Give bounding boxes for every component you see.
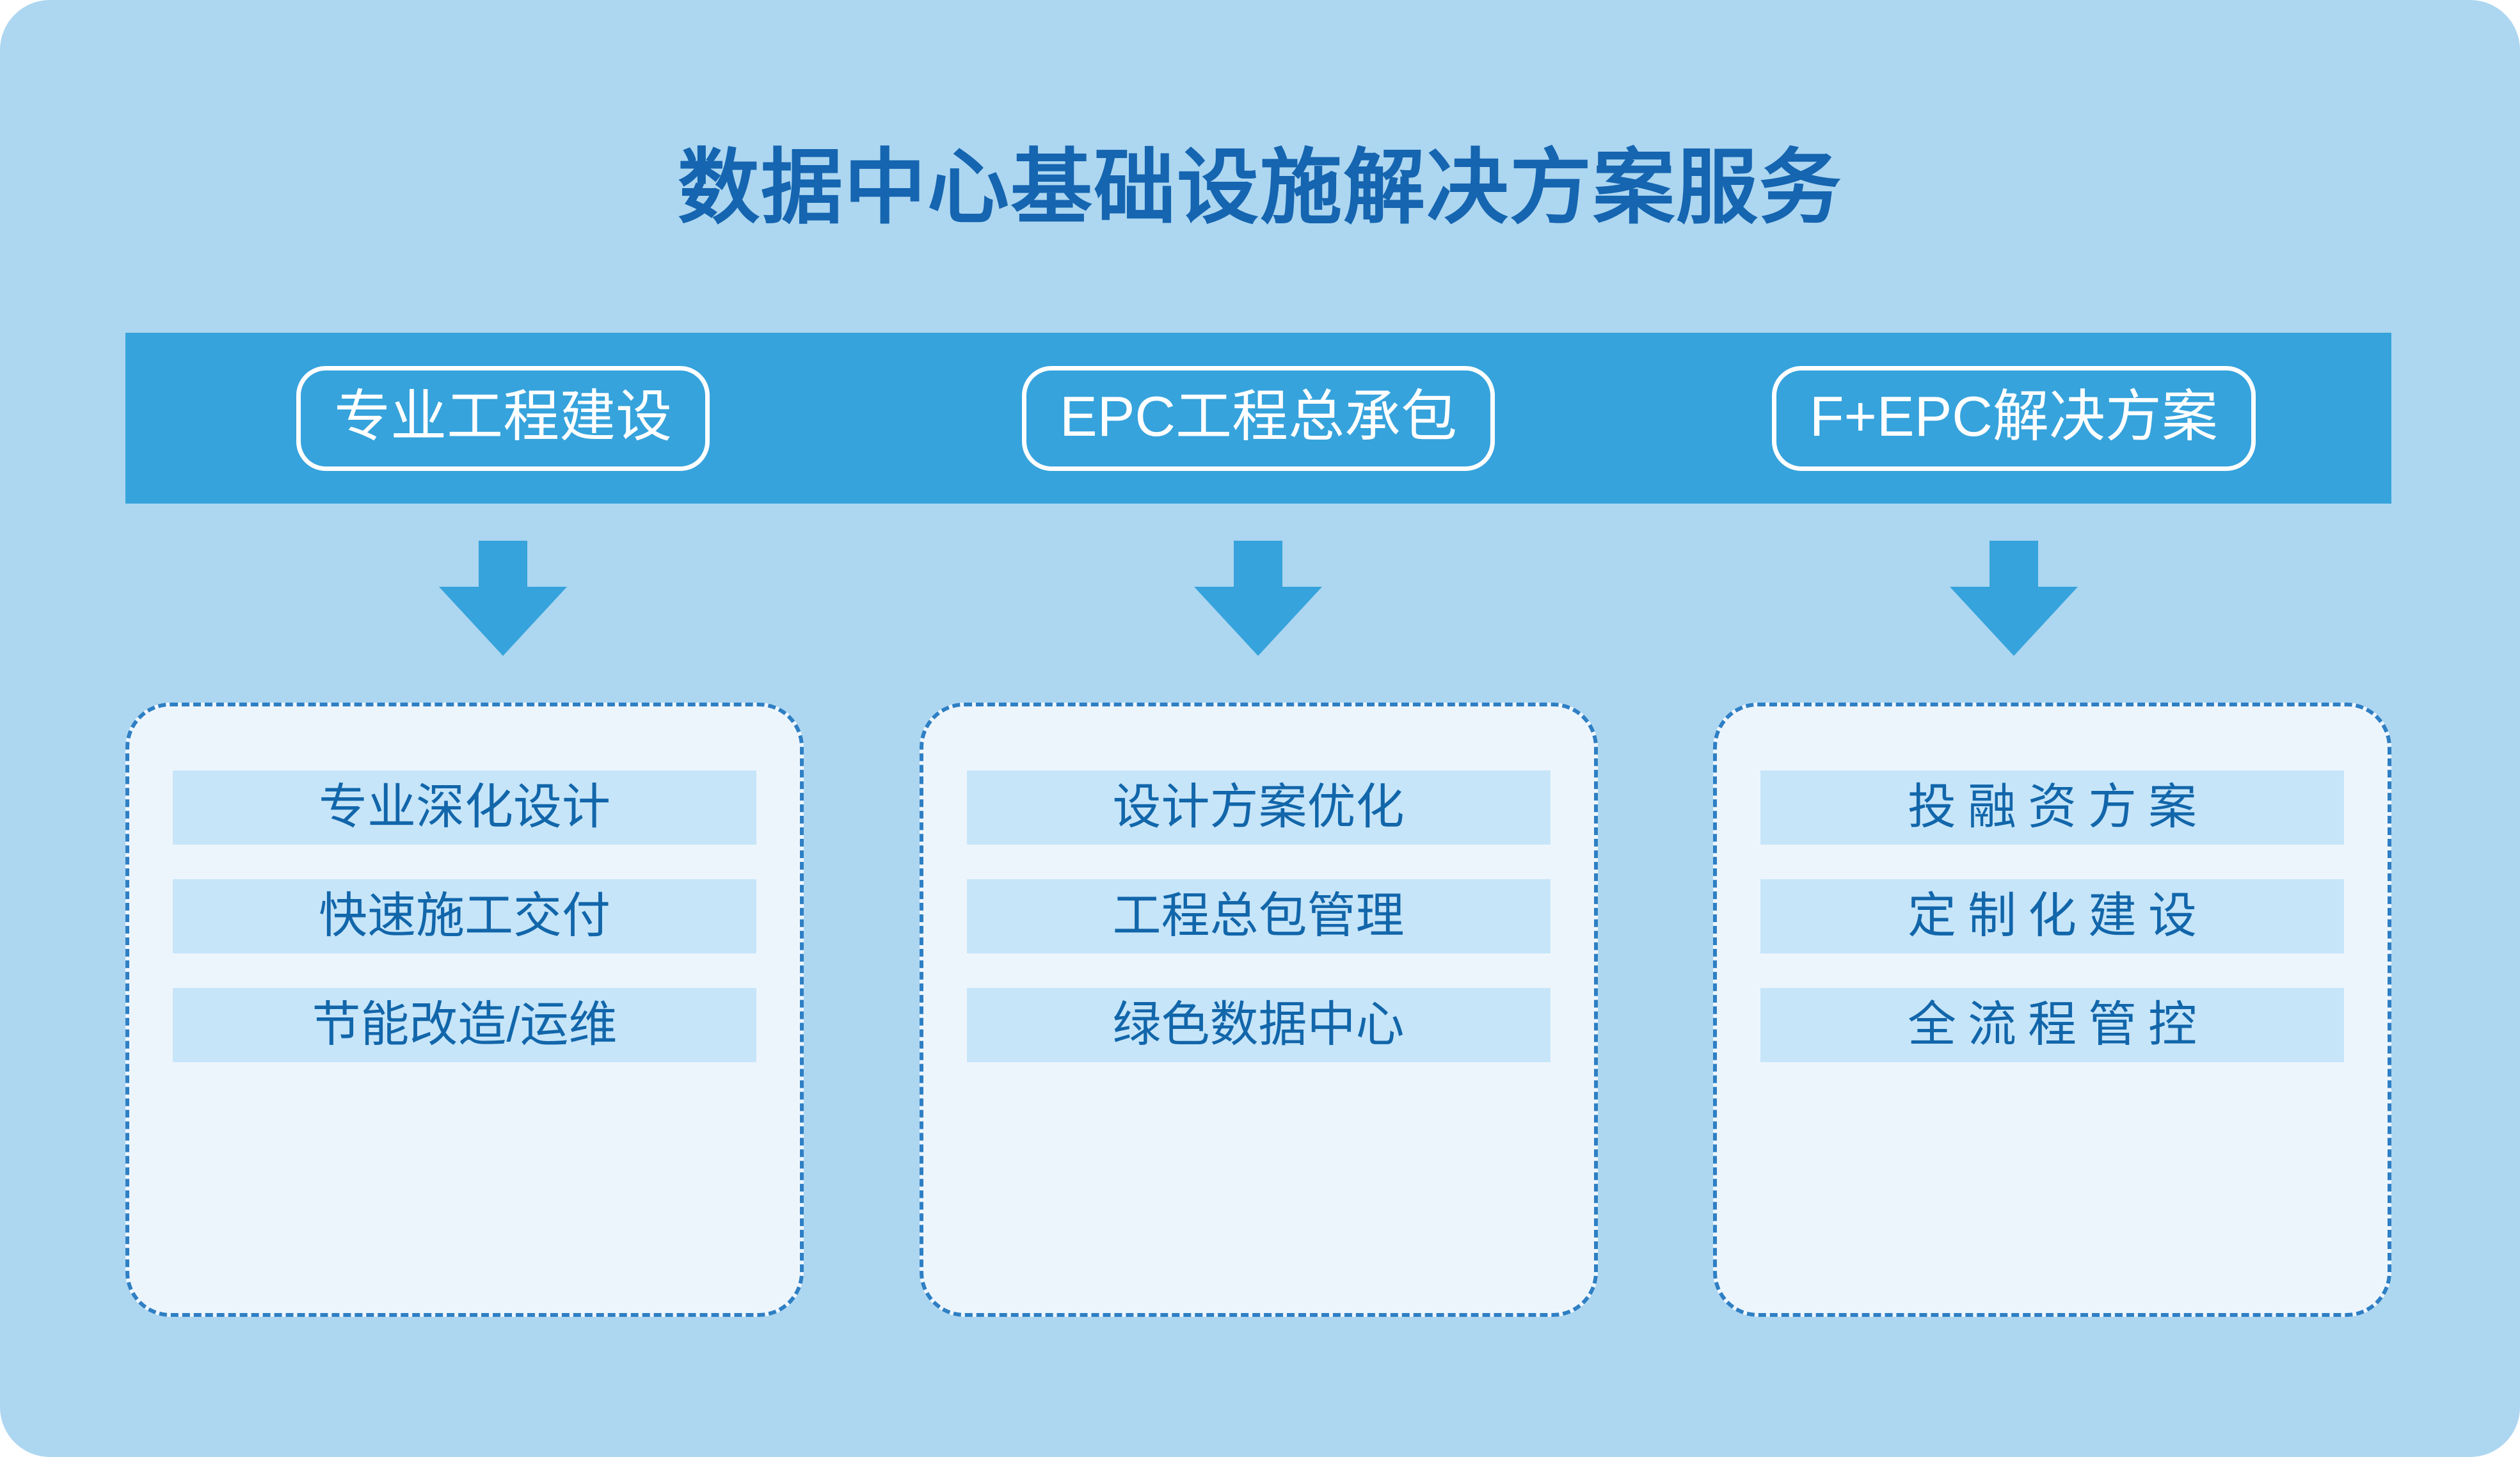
arrow-column-3 — [1636, 541, 2391, 669]
header-column-2: EPC工程总承包 — [881, 365, 1636, 471]
arrow-down-icon — [1949, 541, 2078, 656]
arrow-row — [125, 541, 2391, 669]
detail-item[interactable]: 专业深化设计 — [173, 770, 756, 845]
page-title: 数据中心基础设施解决方案服务 — [677, 142, 1842, 234]
item-spacer — [1760, 845, 2344, 879]
detail-item[interactable]: 绿色数据中心 — [966, 988, 1551, 1062]
arrow-column-1 — [125, 541, 881, 669]
header-column-1: 专业工程建设 — [125, 365, 881, 471]
category-pill-1[interactable]: 专业工程建设 — [296, 365, 710, 471]
item-spacer — [967, 953, 1551, 988]
detail-item[interactable]: 定制化建设 — [1760, 879, 2344, 953]
header-column-3: F+EPC解决方案 — [1636, 365, 2391, 471]
detail-panel-row: 专业深化设计 快速施工交付 节能改造/运维 设计方案优化 工程总包管理 绿色数据… — [125, 703, 2391, 1317]
detail-item[interactable]: 快速施工交付 — [173, 879, 756, 953]
item-spacer — [967, 845, 1551, 879]
category-header-band: 专业工程建设 EPC工程总承包 F+EPC解决方案 — [125, 333, 2391, 504]
detail-item[interactable]: 设计方案优化 — [966, 770, 1551, 845]
detail-item[interactable]: 全流程管控 — [1760, 988, 2344, 1062]
category-pill-3[interactable]: F+EPC解决方案 — [1771, 365, 2256, 471]
arrow-column-2 — [881, 541, 1636, 669]
detail-item[interactable]: 工程总包管理 — [966, 879, 1551, 953]
item-spacer — [173, 845, 756, 879]
arrow-down-icon — [1194, 541, 1323, 656]
item-spacer — [1760, 953, 2344, 988]
detail-panel-3: 投融资方案 定制化建设 全流程管控 — [1713, 703, 2391, 1317]
detail-panel-2: 设计方案优化 工程总包管理 绿色数据中心 — [919, 703, 1598, 1317]
detail-item[interactable]: 投融资方案 — [1760, 770, 2344, 845]
detail-panel-1: 专业深化设计 快速施工交付 节能改造/运维 — [125, 703, 804, 1317]
detail-item[interactable]: 节能改造/运维 — [173, 988, 756, 1062]
arrow-down-icon — [439, 541, 568, 656]
category-pill-2[interactable]: EPC工程总承包 — [1022, 365, 1495, 471]
item-spacer — [173, 953, 756, 988]
